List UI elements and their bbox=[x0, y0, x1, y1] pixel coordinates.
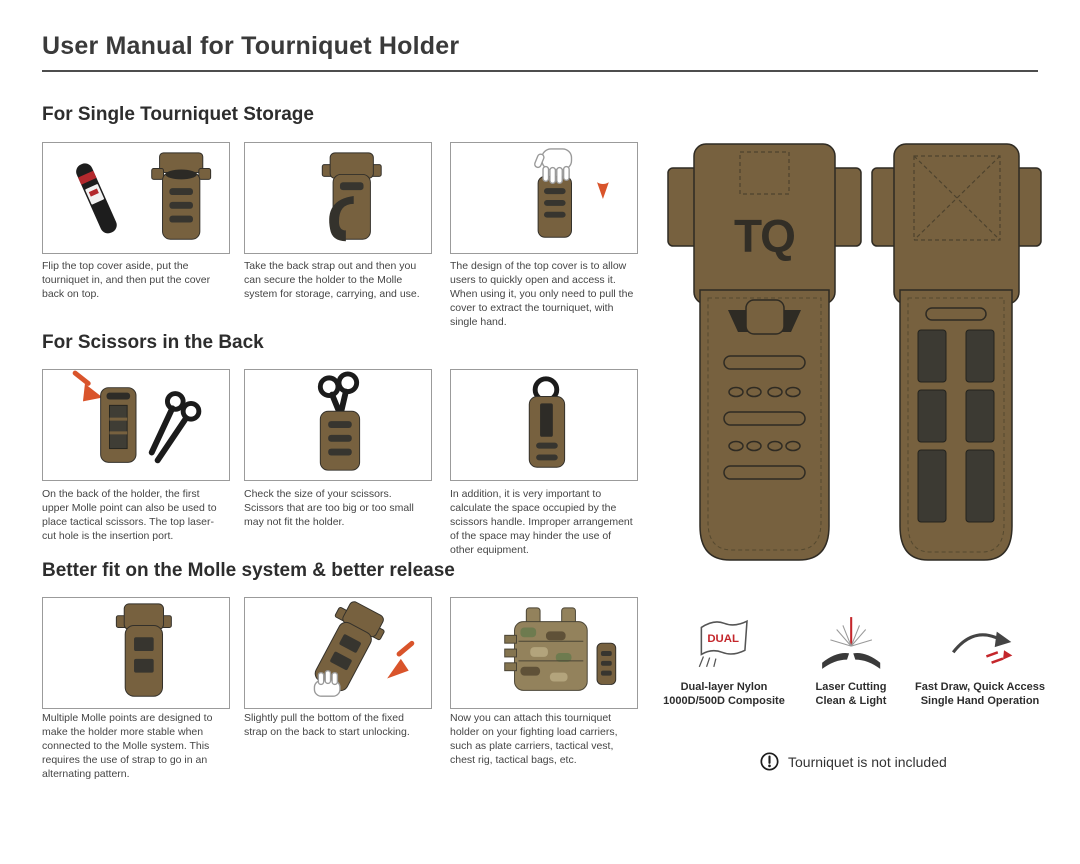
step-illustration-plate-carrier bbox=[450, 597, 638, 709]
molle-points-icon bbox=[115, 603, 172, 697]
open-holder-icon bbox=[151, 152, 212, 240]
step-caption: Check the size of your scissors. Scissor… bbox=[244, 488, 414, 528]
feature-label: Dual-layer Nylon 1000D/500D Composite bbox=[663, 681, 785, 708]
holder-icon bbox=[115, 603, 172, 697]
step-caption: In addition, it is very important to cal… bbox=[450, 488, 633, 556]
step-caption: On the back of the holder, the first upp… bbox=[42, 488, 217, 542]
step-caption: Slightly pull the bottom of the fixed st… bbox=[244, 712, 410, 738]
arrow-icon bbox=[72, 370, 103, 402]
holder-icon bbox=[537, 175, 572, 238]
exclamation-circle-icon bbox=[760, 752, 779, 771]
step-illustration-molle-points bbox=[42, 597, 230, 709]
product-front-view: TQ bbox=[662, 140, 867, 578]
feature-dual-layer: DUAL Dual-layer Nylon 1000D/500D Composi… bbox=[653, 614, 795, 709]
handle-space-icon bbox=[528, 376, 566, 468]
laser-cutting-icon bbox=[797, 614, 905, 672]
holder-icon bbox=[319, 410, 361, 471]
step-illustration-handle-space bbox=[450, 369, 638, 481]
arrow-icon bbox=[387, 640, 415, 679]
x-stitch-patch bbox=[913, 155, 1001, 241]
step-caption: Take the back strap out and then you can… bbox=[244, 260, 420, 300]
hand-pulling-cover-icon bbox=[534, 148, 609, 238]
hand-icon bbox=[313, 669, 341, 697]
holder-front-illustration: TQ bbox=[667, 143, 862, 561]
section-title-scissors: For Scissors in the Back bbox=[42, 332, 264, 353]
step-caption: The design of the top cover is to allow … bbox=[450, 260, 634, 328]
feature-label: Fast Draw, Quick Access Single Hand Oper… bbox=[914, 681, 1046, 708]
dual-layer-fabric-icon: DUAL bbox=[653, 614, 795, 672]
step-illustration-scissors-size bbox=[244, 369, 432, 481]
pull-tab bbox=[745, 299, 785, 335]
step-illustration-pull-strap bbox=[244, 597, 432, 709]
step-caption: Flip the top cover aside, put the tourni… bbox=[42, 260, 211, 300]
plate-carrier-icon bbox=[504, 607, 617, 691]
feature-laser-cutting: Laser Cutting Clean & Light bbox=[797, 614, 905, 709]
scissors-icon bbox=[148, 391, 202, 464]
mini-holder-icon bbox=[596, 642, 617, 685]
dual-flag-text: DUAL bbox=[707, 633, 739, 645]
insertion-port-icon bbox=[72, 370, 202, 464]
holder-icon bbox=[321, 152, 382, 240]
step-caption: Now you can attach this tourniquet holde… bbox=[450, 712, 618, 766]
step-illustration-hand-pulling-cover bbox=[450, 142, 638, 254]
step-illustration-insertion-port bbox=[42, 369, 230, 481]
hand-icon bbox=[534, 148, 573, 184]
holder-icon bbox=[528, 396, 566, 468]
title-divider bbox=[42, 70, 1038, 72]
pulled-strap-icon bbox=[329, 196, 354, 242]
vest-icon bbox=[504, 607, 588, 691]
tourniquet-and-open-holder-icon bbox=[76, 152, 212, 240]
tourniquet-icon bbox=[76, 163, 117, 234]
product-back-view bbox=[868, 140, 1045, 578]
molle-webbing bbox=[917, 329, 995, 523]
feature-fast-draw: Fast Draw, Quick Access Single Hand Oper… bbox=[905, 614, 1055, 709]
step-caption: Multiple Molle points are designed to ma… bbox=[42, 712, 213, 780]
holder-back-strap-icon bbox=[321, 152, 382, 242]
fast-draw-icon bbox=[905, 614, 1055, 672]
page-title: User Manual for Tourniquet Holder bbox=[42, 32, 460, 60]
arrow-down-icon bbox=[597, 182, 609, 199]
section-title-molle: Better fit on the Molle system & better … bbox=[42, 560, 455, 581]
holder-back-illustration bbox=[871, 143, 1042, 561]
scissors-size-icon bbox=[317, 371, 361, 471]
note-text: Tourniquet is not included bbox=[788, 753, 947, 770]
step-illustration-back-strap-out bbox=[244, 142, 432, 254]
step-illustration-tourniquet-and-open-holder bbox=[42, 142, 230, 254]
section-title-single-storage: For Single Tourniquet Storage bbox=[42, 104, 314, 125]
holder-back-icon bbox=[100, 387, 137, 463]
feature-label: Laser Cutting Clean & Light bbox=[815, 681, 887, 708]
pull-strap-icon bbox=[313, 601, 415, 697]
tq-logo: TQ bbox=[734, 210, 794, 262]
not-included-note: Tourniquet is not included bbox=[760, 752, 947, 771]
